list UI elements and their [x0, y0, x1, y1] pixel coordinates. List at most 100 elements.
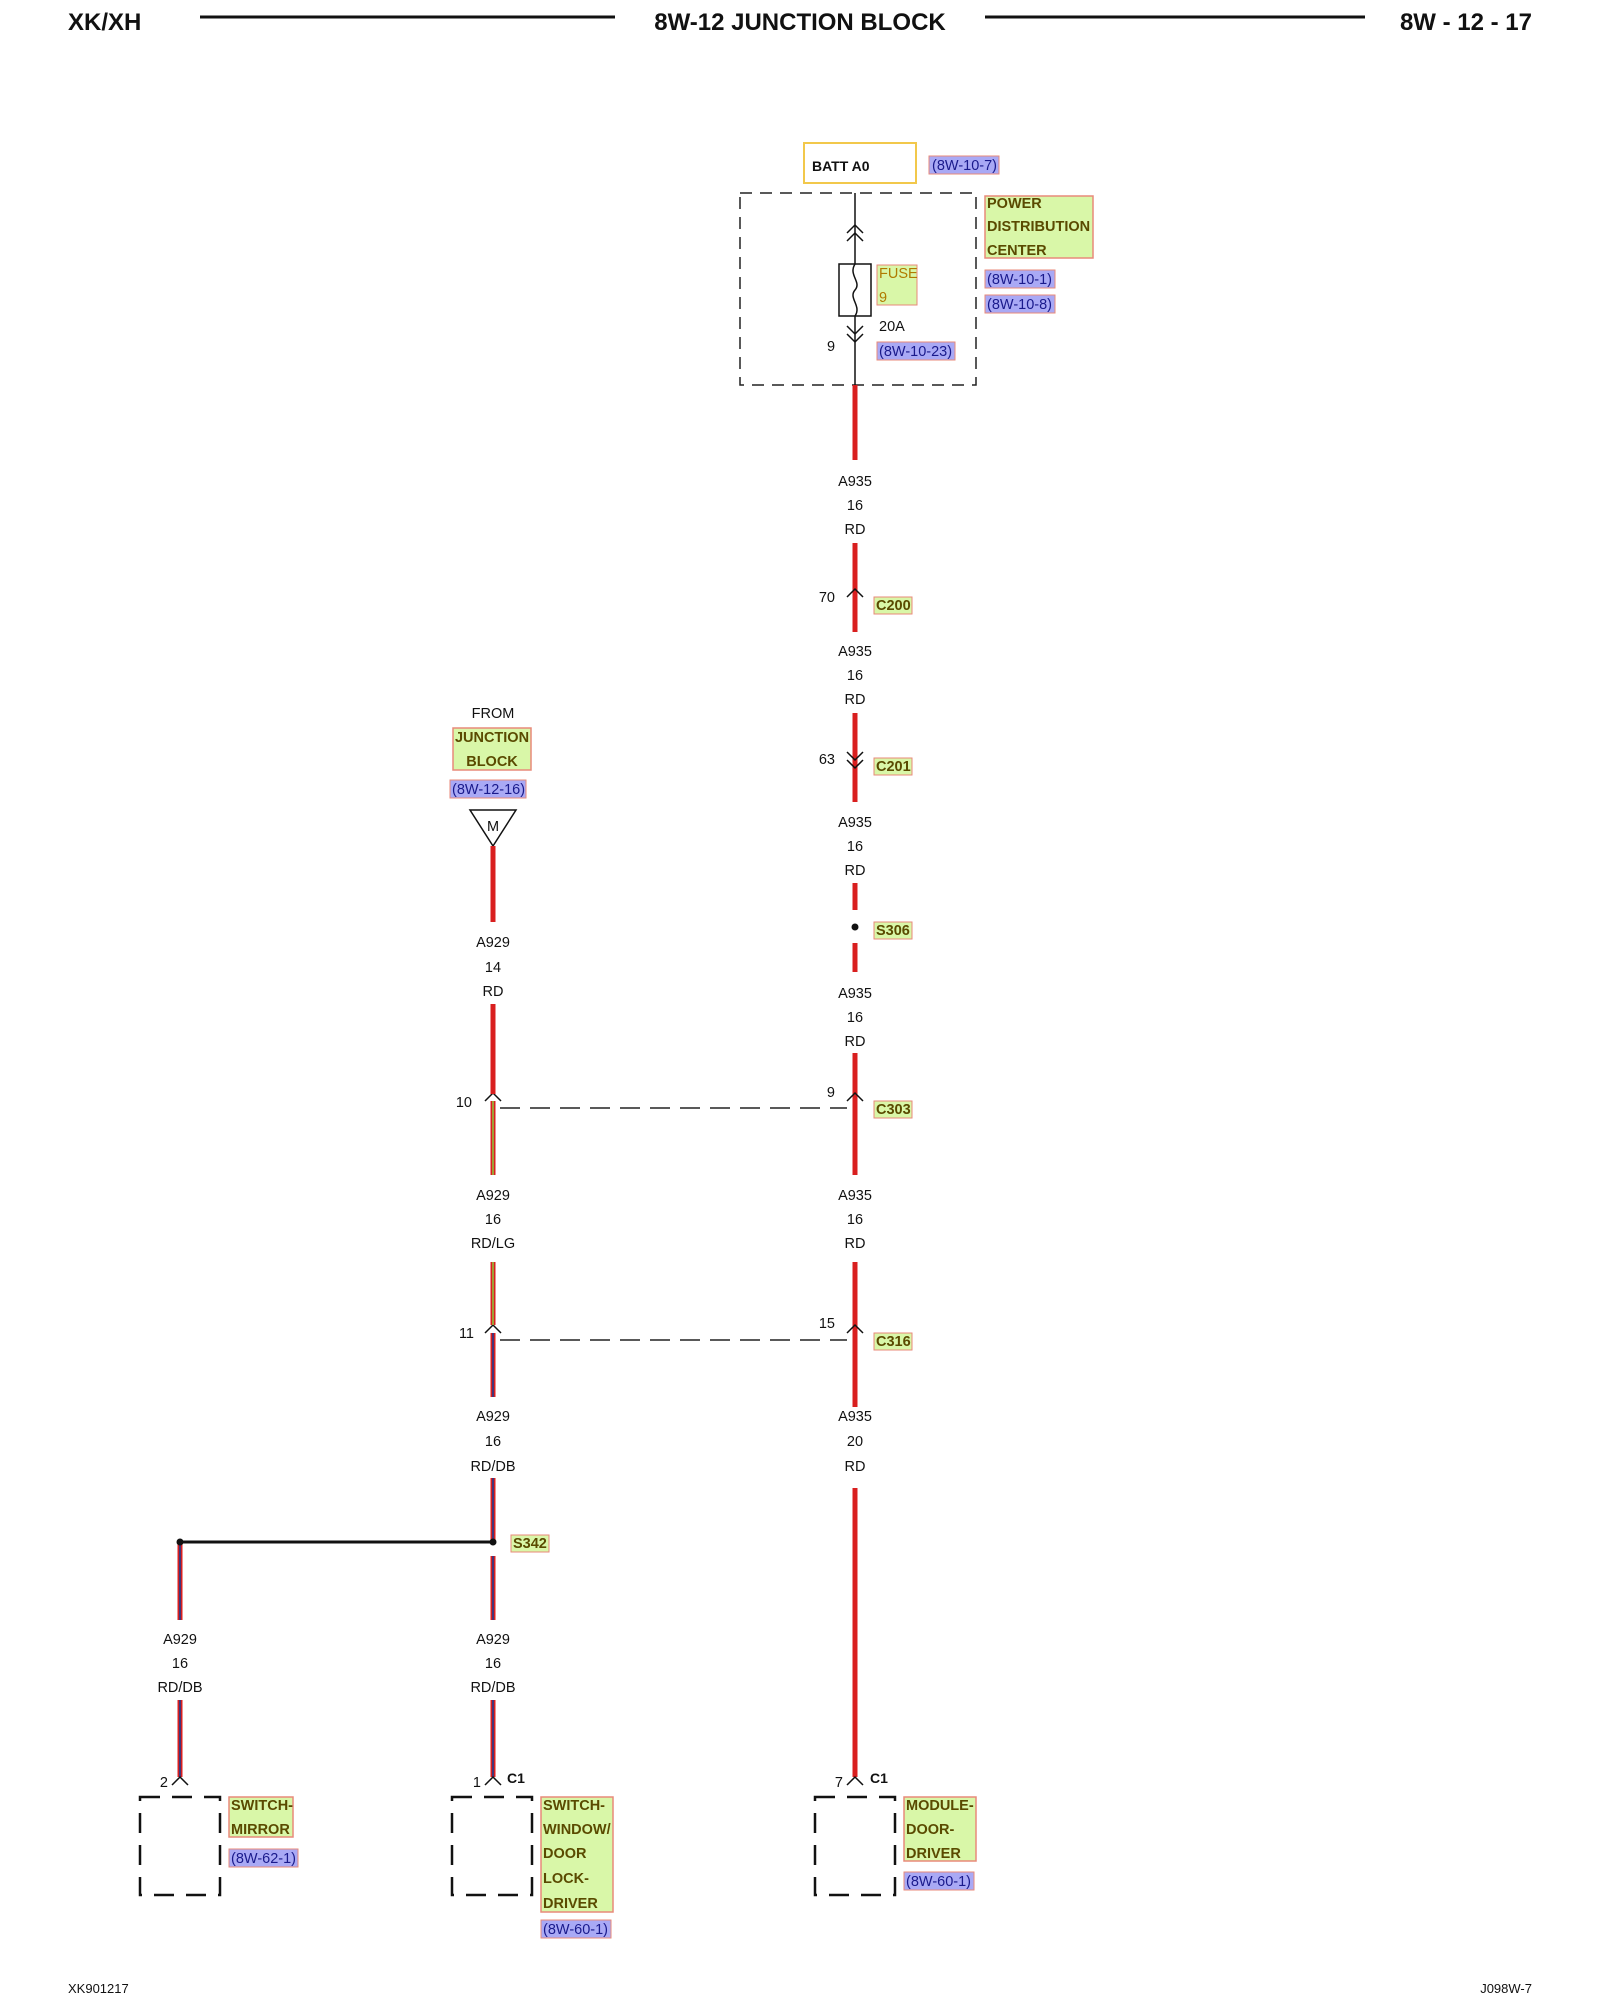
pdc-boundary — [739, 192, 977, 386]
a935-4-circuit: A935 — [838, 986, 872, 1002]
a929-1-gauge: 14 — [485, 960, 501, 976]
batt-a0-label: BATT A0 — [812, 158, 870, 174]
a929-4-color: RD/DB — [470, 1680, 515, 1696]
window-connector-id: C1 — [507, 1770, 525, 1786]
s306-splice-dot[interactable] — [851, 923, 859, 931]
c316-tag[interactable] — [873, 1332, 913, 1351]
footer-drawing-id: J098W-7 — [1480, 1981, 1532, 1996]
junction-block-ref-tag[interactable] — [449, 779, 527, 799]
pdc-label-line-3: CENTER — [987, 243, 1047, 259]
a929-5-gauge: 16 — [172, 1656, 188, 1672]
batt-a0-box[interactable] — [803, 142, 917, 184]
c201-connector-icon — [846, 751, 864, 770]
window-pin: 1 — [473, 1775, 481, 1791]
a929-1-color: RD — [483, 984, 504, 1000]
c316-name: C316 — [876, 1334, 911, 1350]
pdc-ref-1: (8W-10-1) — [987, 272, 1052, 288]
offpage-connector-m-icon[interactable] — [468, 809, 518, 848]
fuse-rating: 20A — [879, 319, 905, 335]
a935-2-circuit: A935 — [838, 644, 872, 660]
window-label-line-4: LOCK- — [543, 1871, 589, 1887]
c316-right-connector-icon — [846, 1323, 864, 1334]
header-title: 8W-12 JUNCTION BLOCK — [654, 9, 946, 36]
window-label-line-5: DRIVER — [543, 1896, 598, 1912]
a935-1-circuit: A935 — [838, 474, 872, 490]
mirror-switch-body[interactable] — [138, 1795, 222, 1897]
module-ref: (8W-60-1) — [906, 1874, 971, 1890]
a929-2-gauge: 16 — [485, 1212, 501, 1228]
module-door-body[interactable] — [813, 1795, 897, 1897]
window-label-line-2: WINDOW/ — [543, 1822, 611, 1838]
mirror-ref-tag[interactable] — [228, 1848, 299, 1868]
junction-block-label-box[interactable] — [452, 727, 532, 771]
window-label-line-1: SWITCH- — [543, 1798, 605, 1814]
c303-tag[interactable] — [873, 1100, 913, 1119]
window-ref-tag[interactable] — [540, 1919, 612, 1939]
a935-4-color: RD — [845, 1034, 866, 1050]
module-label-line-3: DRIVER — [906, 1846, 961, 1862]
c316-pin-left: 11 — [459, 1326, 474, 1342]
a929-2-circuit: A929 — [476, 1188, 510, 1204]
a929-3-gauge: 16 — [485, 1434, 501, 1450]
header-model: XK/XH — [68, 9, 141, 36]
a929-3-color: RD/DB — [470, 1459, 515, 1475]
fuse-label-box[interactable] — [876, 264, 918, 306]
a935-6-circuit: A935 — [838, 1409, 872, 1425]
a929-4-gauge: 16 — [485, 1656, 501, 1672]
a935-1-gauge: 16 — [847, 498, 863, 514]
c200-tag[interactable] — [873, 596, 913, 615]
a935-3-gauge: 16 — [847, 839, 863, 855]
pdc-label-box[interactable] — [984, 195, 1094, 259]
s342-branch-dot[interactable] — [176, 1538, 184, 1546]
c316-pin-right: 15 — [819, 1316, 835, 1332]
a935-5-color: RD — [845, 1236, 866, 1252]
a935-3-circuit: A935 — [838, 815, 872, 831]
a935-5-gauge: 16 — [847, 1212, 863, 1228]
offpage-connector-letter: M — [487, 819, 499, 835]
window-pin-connector-icon — [484, 1775, 502, 1786]
c200-connector-icon — [846, 587, 864, 598]
footer-doc-code: XK901217 — [68, 1981, 129, 1996]
a935-5-circuit: A935 — [838, 1188, 872, 1204]
junction-block-label-line-2: BLOCK — [466, 754, 518, 770]
s342-splice-dot[interactable] — [489, 1538, 497, 1546]
a929-4-circuit: A929 — [476, 1632, 510, 1648]
c303-left-connector-icon — [484, 1091, 502, 1102]
s306-name: S306 — [876, 923, 910, 939]
pdc-ref-tag-2[interactable] — [984, 294, 1056, 314]
a929-1-circuit: A929 — [476, 935, 510, 951]
fuse-element-icon — [852, 263, 858, 317]
window-label-line-3: DOOR — [543, 1846, 587, 1862]
fuse-label-line-1: FUSE — [879, 266, 918, 282]
window-ref: (8W-60-1) — [543, 1922, 608, 1938]
c201-pin: 63 — [819, 752, 835, 768]
pdc-ref-tag-1[interactable] — [984, 269, 1056, 289]
window-switch-body[interactable] — [450, 1795, 534, 1897]
s342-name: S342 — [513, 1536, 547, 1552]
mirror-label-box[interactable] — [228, 1796, 294, 1838]
mirror-label-line-2: MIRROR — [231, 1822, 290, 1838]
c303-pin-left: 10 — [456, 1095, 472, 1111]
c201-tag[interactable] — [873, 757, 913, 776]
c200-name: C200 — [876, 598, 911, 614]
fuse-ref-tag[interactable] — [876, 341, 956, 361]
fuse-pin-number: 9 — [827, 339, 835, 355]
mirror-pin-connector-icon — [171, 1775, 189, 1786]
c303-pin-right: 9 — [827, 1085, 835, 1101]
c303-name: C303 — [876, 1102, 911, 1118]
a935-4-gauge: 16 — [847, 1010, 863, 1026]
s342-tag[interactable] — [510, 1534, 550, 1553]
a935-2-color: RD — [845, 692, 866, 708]
s306-tag[interactable] — [873, 921, 913, 940]
pdc-ref-2: (8W-10-8) — [987, 297, 1052, 313]
module-pin-connector-icon — [846, 1775, 864, 1786]
window-label-box[interactable] — [540, 1796, 614, 1913]
batt-ref-tag[interactable] — [928, 155, 1000, 175]
module-ref-tag[interactable] — [903, 1871, 975, 1891]
a935-1-color: RD — [845, 522, 866, 538]
a929-3-circuit: A929 — [476, 1409, 510, 1425]
module-label-box[interactable] — [903, 1796, 977, 1862]
junction-block-ref: (8W-12-16) — [452, 782, 525, 798]
pdc-label-line-2: DISTRIBUTION — [987, 219, 1090, 235]
